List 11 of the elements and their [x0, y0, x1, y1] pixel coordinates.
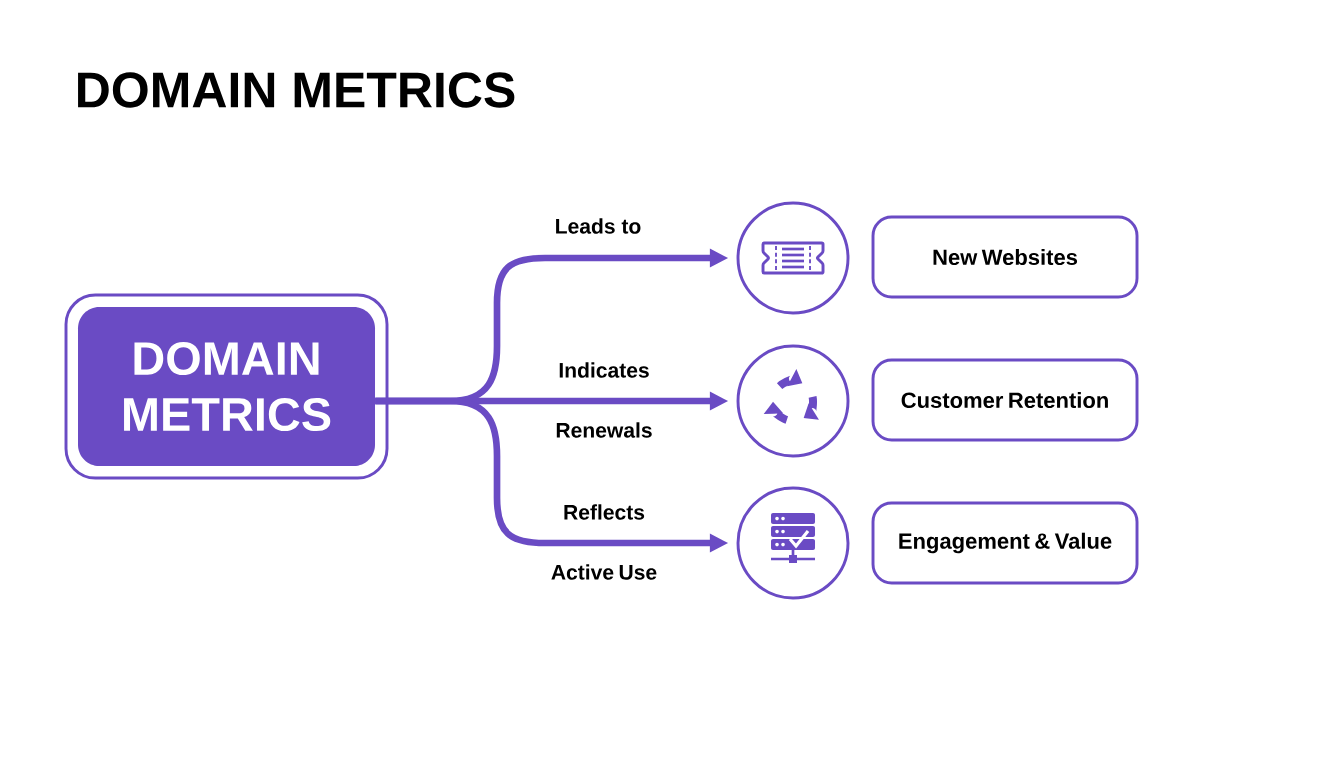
icon-circle: [736, 344, 850, 458]
text-box: Customer Retention: [871, 358, 1139, 442]
text-box: Engagement & Value: [871, 501, 1139, 585]
edge-label: Leads to: [556, 218, 641, 234]
main-box: DOMAIN METRICS: [64, 293, 389, 480]
title: DOMAIN METRICS: [78, 72, 515, 108]
edge-label: Indicates Renewals: [556, 362, 652, 438]
icon-circle: [736, 486, 850, 600]
text-box: New Websites: [871, 215, 1139, 299]
icon-circle: [736, 201, 850, 315]
edge-label: Reflects Active Use: [551, 504, 657, 580]
